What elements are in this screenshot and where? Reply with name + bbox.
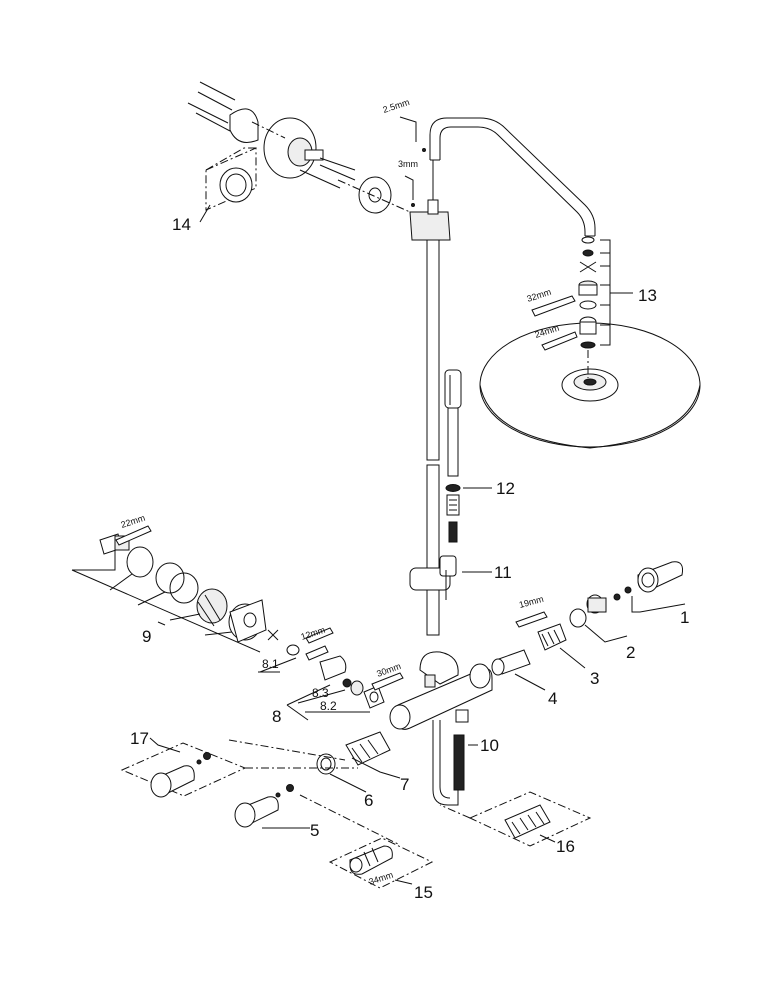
cartridge-3: 3 [537, 623, 599, 688]
svg-text:22mm: 22mm [120, 513, 147, 530]
hose-connector-12: 12 [445, 479, 515, 543]
part-label-8-1: 8.1 [262, 657, 279, 671]
handle-box-17: 17 [120, 729, 247, 798]
outlet-nut-10: 10 [468, 736, 499, 755]
part-label-1: 1 [680, 608, 689, 627]
cartridge-box-16: 16 [468, 791, 592, 856]
shower-hose [432, 720, 465, 806]
wall-mount-assembly [187, 81, 356, 189]
hand-shower [444, 369, 462, 477]
assembly-lines [228, 739, 471, 846]
part-label-13: 13 [638, 286, 657, 305]
part-label-6: 6 [364, 791, 373, 810]
wrench-30mm-icon: 30mm [371, 661, 404, 691]
thermostat-body [389, 651, 493, 730]
allen-key-3mm-icon: 3mm [398, 159, 418, 207]
part-label-8: 8 [272, 707, 281, 726]
check-valve-4: 4 [491, 649, 557, 708]
wall-mount-box-14: 14 [172, 147, 257, 234]
part-label-3: 3 [590, 669, 599, 688]
part-label-14: 14 [172, 215, 191, 234]
wrench-12mm-icon: 12mm [300, 625, 334, 644]
part-label-11: 11 [494, 563, 512, 582]
handle-box-15: 34mm 15 [328, 837, 434, 902]
svg-text:19mm: 19mm [518, 594, 545, 610]
svg-text:2.5mm: 2.5mm [382, 97, 411, 115]
filter-set-8: 8.1 8.3 8.2 8 [258, 644, 385, 726]
handle-5: 5 [234, 784, 319, 840]
wrench-32mm-icon: 32mm [526, 287, 576, 317]
part-label-9: 9 [142, 627, 151, 646]
part-label-16: 16 [556, 837, 575, 856]
part-label-12: 12 [496, 479, 515, 498]
svg-text:34mm: 34mm [368, 870, 395, 887]
allen-key-2-5mm-icon: 2.5mm [382, 97, 426, 152]
shower-head [479, 322, 701, 449]
part-label-5: 5 [310, 821, 319, 840]
wrench-19mm-icon: 19mm [515, 594, 548, 628]
part-label-4: 4 [548, 689, 557, 708]
part-label-7: 7 [400, 775, 409, 794]
svg-text:32mm: 32mm [526, 287, 553, 304]
part-label-15: 15 [414, 883, 433, 902]
wall-rosette [337, 176, 411, 214]
shower-head-fittings [578, 236, 633, 378]
part-label-17: 17 [130, 729, 149, 748]
part-label-10: 10 [480, 736, 499, 755]
riser-pipe [409, 160, 451, 636]
handle-1: 1 [613, 561, 689, 627]
cartridge-7: 7 [345, 731, 409, 794]
part-label-8-2: 8.2 [320, 699, 337, 713]
cartridge-2: 2 [569, 594, 635, 662]
ring-6: 6 [316, 753, 373, 810]
svg-text:3mm: 3mm [398, 159, 418, 169]
part-label-8-3: 8.3 [312, 686, 329, 700]
slider-holder-11: 11 [409, 555, 512, 600]
wrench-22mm-icon: 22mm [115, 513, 152, 546]
shower-arm [429, 117, 596, 237]
part-label-2: 2 [626, 643, 635, 662]
connector-set-9: 9 [71, 533, 279, 653]
